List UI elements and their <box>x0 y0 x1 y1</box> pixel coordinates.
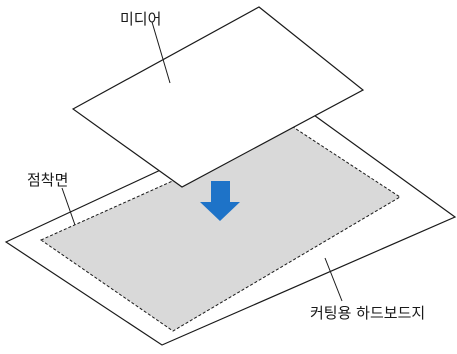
media-leader-line <box>151 21 171 84</box>
adhesive-surface-area <box>39 126 401 332</box>
down-arrow-icon <box>200 181 240 221</box>
adhesive-surface-label: 점착면 <box>27 171 68 189</box>
media-label: 미디어 <box>120 10 161 28</box>
hardboard-leader-line <box>324 257 343 302</box>
adhesive-leader-line <box>61 187 76 226</box>
media-sheet <box>71 6 365 188</box>
cutting-hardboard-label: 커팅용 하드보드지 <box>310 304 425 322</box>
